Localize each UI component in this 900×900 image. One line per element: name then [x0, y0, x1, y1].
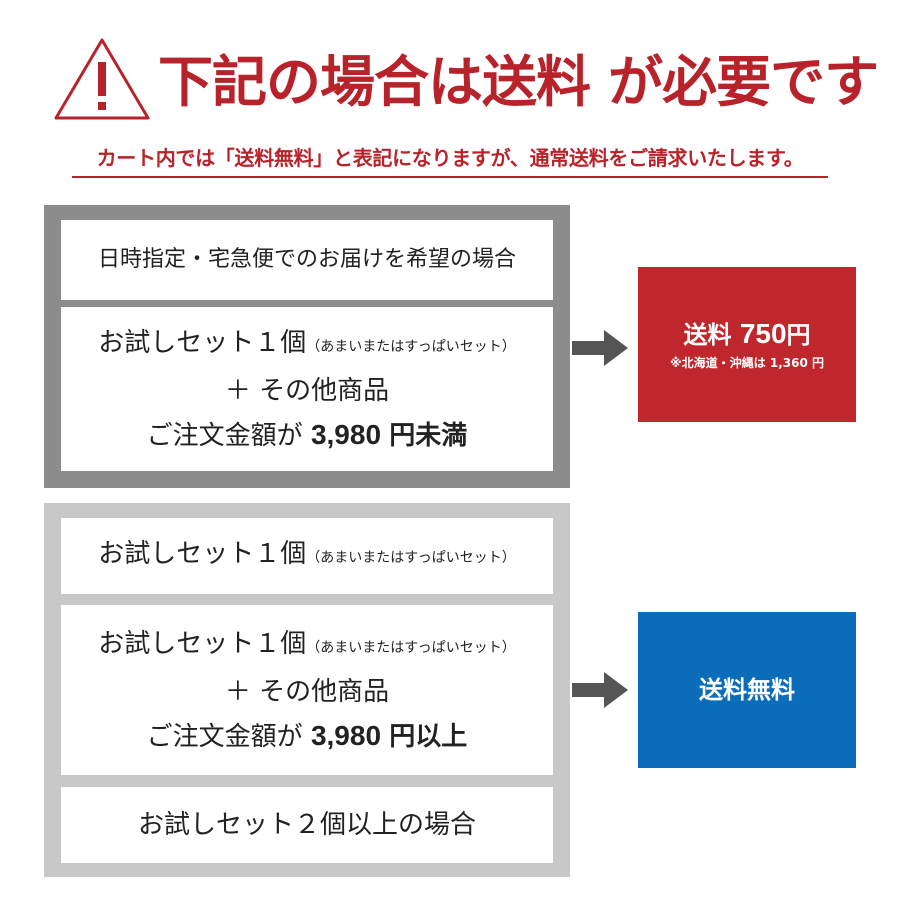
warning-triangle-icon [52, 36, 152, 122]
paid-shipping-conditions: 日時指定・宅急便でのお届けを希望の場合 お試しセット１個（あまいまたはすっぱいセ… [44, 205, 570, 488]
free-shipping-conditions: お試しセット１個（あまいまたはすっぱいセット） お試しセット１個（あまいまたはす… [44, 503, 570, 877]
amount-suffix: 円未満 [389, 420, 468, 451]
condition-line-3: ご注文金額が 3,980 円未満 [147, 413, 468, 458]
trial-set-label: お試しセット１個 [98, 628, 307, 659]
amount-value: 3,980 [310, 418, 382, 450]
condition-single-set-over: お試しセット１個（あまいまたはすっぱいセット） ＋ その他商品 ご注文金額が 3… [61, 605, 553, 775]
condition-line-1: お試しセット１個（あまいまたはすっぱいセット） [98, 622, 515, 670]
amount-value: 3,980 [310, 719, 382, 751]
shipping-fee-label: 送料 750円 [683, 316, 810, 353]
amount-prefix: ご注文金額が [146, 721, 303, 752]
trial-set-label: お試しセット１個 [98, 539, 307, 569]
header: 下記の場合は送料 が必要です カート内では「送料無料」と表記になりますが、通常送… [0, 0, 900, 200]
condition-text: お試しセット２個以上の場合 [137, 810, 476, 840]
condition-date-delivery: 日時指定・宅急便でのお届けを希望の場合 [61, 220, 553, 300]
condition-line-2: ＋ その他商品 [224, 375, 390, 406]
free-shipping-result: 送料無料 [638, 612, 856, 768]
trial-set-label: お試しセット１個 [98, 327, 307, 358]
condition-two-sets: お試しセット２個以上の場合 [61, 787, 553, 863]
condition-line-1: お試しセット１個（あまいまたはすっぱいセット） [98, 532, 515, 580]
page-title: 下記の場合は送料 が必要です [158, 50, 879, 114]
fee-unit: 円 [786, 321, 811, 349]
amount-suffix: 円以上 [389, 721, 468, 752]
set-note: （あまいまたはすっぱいセット） [306, 338, 516, 355]
condition-line-3: ご注文金額が 3,980 円以上 [147, 714, 468, 759]
condition-text: 日時指定・宅急便でのお届けを希望の場合 [97, 247, 516, 272]
condition-single-set-under: お試しセット１個（あまいまたはすっぱいセット） ＋ その他商品 ご注文金額が 3… [61, 307, 553, 471]
arrow-right-icon [572, 328, 628, 368]
condition-single-set: お試しセット１個（あまいまたはすっぱいセット） [61, 518, 553, 594]
shipping-fee-result: 送料 750円 ※北海道・沖縄は 1,360 円 [638, 267, 856, 422]
fee-label: 送料 [683, 321, 732, 349]
amount-prefix: ご注文金額が [146, 420, 303, 451]
condition-line-2: ＋ その他商品 [224, 676, 390, 707]
free-shipping-label: 送料無料 [699, 676, 795, 704]
arrow-right-icon [572, 670, 628, 710]
set-note: （あまいまたはすっぱいセット） [306, 639, 516, 656]
condition-line-1: お試しセット１個（あまいまたはすっぱいセット） [98, 321, 515, 369]
page-subtitle: カート内では「送料無料」と表記になりますが、通常送料をご請求いたします。 [72, 142, 828, 178]
fee-note: ※北海道・沖縄は 1,360 円 [670, 356, 824, 370]
fee-amount: 750 [739, 318, 787, 349]
set-note: （あまいまたはすっぱいセット） [306, 550, 516, 566]
